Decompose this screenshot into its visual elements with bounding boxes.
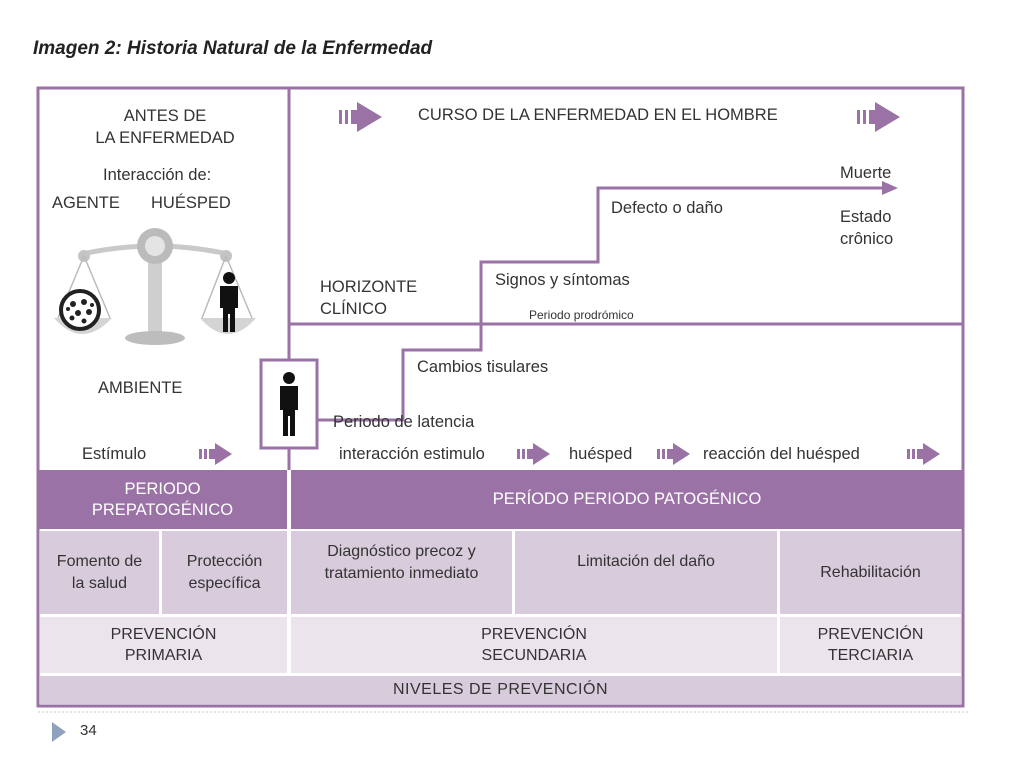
huesped-label: HUÉSPED bbox=[151, 194, 231, 212]
agente-label: AGENTE bbox=[52, 194, 120, 212]
arrow-huesped-icon bbox=[657, 443, 690, 465]
terciaria-line2: TERCIARIA bbox=[827, 647, 914, 664]
estado-cronico-label: Estado crônico bbox=[840, 206, 893, 250]
estado-line2: crônico bbox=[840, 230, 894, 248]
proteccion-cell: Protección específica bbox=[162, 531, 287, 614]
primaria-line1: PREVENCIÓN bbox=[110, 626, 217, 643]
fomento-line1: Fomento de bbox=[56, 552, 143, 570]
prepatogenico-line1: PERIODO bbox=[124, 479, 201, 498]
limitacion-cell: Limitación del daño bbox=[515, 531, 777, 614]
niveles-prevencion-bar: NIVELES DE PREVENCIÓN bbox=[40, 676, 961, 704]
estimulo-label: Estímulo bbox=[82, 445, 147, 463]
arrow-reaccion-icon bbox=[907, 443, 940, 465]
ambiente-label: AMBIENTE bbox=[98, 379, 183, 397]
progression-line bbox=[318, 186, 882, 422]
interaccion-label: Interacción de: bbox=[103, 166, 212, 184]
secundaria-line2: SECUNDARIA bbox=[481, 647, 587, 664]
primaria-line2: PRIMARIA bbox=[124, 647, 203, 664]
curso-heading: CURSO DE LA ENFERMEDAD EN EL HOMBRE bbox=[418, 106, 778, 124]
proteccion-line1: Protección bbox=[186, 552, 263, 570]
interaccion-estimulo-label: interacción estimulo bbox=[339, 445, 485, 463]
huesped-flow-label: huésped bbox=[569, 445, 633, 463]
prepatogenico-band: PERIODO PREPATOGÉNICO bbox=[38, 470, 287, 529]
arrow-interaccion-icon bbox=[517, 443, 550, 465]
diagnostico-cell: Diagnóstico precoz y tratamiento inmedia… bbox=[291, 531, 512, 614]
muerte-label: Muerte bbox=[840, 164, 892, 182]
fomento-line2: la salud bbox=[71, 574, 128, 592]
page-marker-icon bbox=[52, 722, 66, 742]
arrow-curso-left-icon bbox=[339, 102, 382, 132]
reaccion-label: reacción del huésped bbox=[703, 445, 860, 463]
latencia-label: Periodo de latencia bbox=[333, 413, 475, 431]
horizonte-line1: HORIZONTE bbox=[320, 278, 418, 296]
horizonte-line2: CLÍNICO bbox=[320, 300, 387, 318]
proteccion-line2: específica bbox=[188, 574, 261, 592]
agent-germ-icon bbox=[59, 289, 101, 331]
prodromico-label: Periodo prodrómico bbox=[529, 308, 634, 322]
horizonte-clinico-label: HORIZONTE CLÍNICO bbox=[320, 276, 417, 320]
secundaria-line1: PREVENCIÓN bbox=[481, 626, 587, 643]
prevencion-secundaria-cell: PREVENCIÓN SECUNDARIA bbox=[291, 617, 777, 673]
diagram-frame bbox=[36, 86, 965, 708]
prepatogenico-line2: PREPATOGÉNICO bbox=[91, 500, 234, 519]
arrow-curso-right-icon bbox=[857, 102, 900, 132]
estado-line1: Estado bbox=[840, 208, 892, 226]
patogenico-band: PERÍODO PERIODO PATOGÉNICO bbox=[291, 470, 963, 529]
fomento-cell: Fomento de la salud bbox=[40, 531, 159, 614]
signos-label: Signos y síntomas bbox=[495, 271, 630, 289]
defecto-label: Defecto o daño bbox=[611, 199, 723, 217]
rehabilitacion-cell: Rehabilitación bbox=[780, 531, 961, 614]
prevencion-terciaria-cell: PREVENCIÓN TERCIARIA bbox=[780, 617, 961, 673]
prevencion-primaria-cell: PREVENCIÓN PRIMARIA bbox=[40, 617, 287, 673]
person-icon bbox=[280, 372, 298, 436]
diagnostico-line2: tratamiento inmediato bbox=[324, 564, 479, 582]
progression-arrowhead bbox=[882, 181, 898, 195]
antes-heading-line1: ANTES DE bbox=[123, 107, 207, 125]
page-number: 34 bbox=[80, 722, 97, 739]
slide-title: Imagen 2: Historia Natural de la Enferme… bbox=[33, 38, 433, 59]
cambios-label: Cambios tisulares bbox=[417, 358, 549, 376]
antes-heading-line2: LA ENFERMEDAD bbox=[95, 129, 235, 147]
host-person-icon bbox=[220, 272, 238, 332]
arrow-estimulo-icon bbox=[199, 443, 232, 465]
diagnostico-line1: Diagnóstico precoz y bbox=[327, 543, 476, 560]
terciaria-line1: PREVENCIÓN bbox=[817, 626, 924, 643]
antes-heading: ANTES DE LA ENFERMEDAD bbox=[90, 105, 240, 149]
